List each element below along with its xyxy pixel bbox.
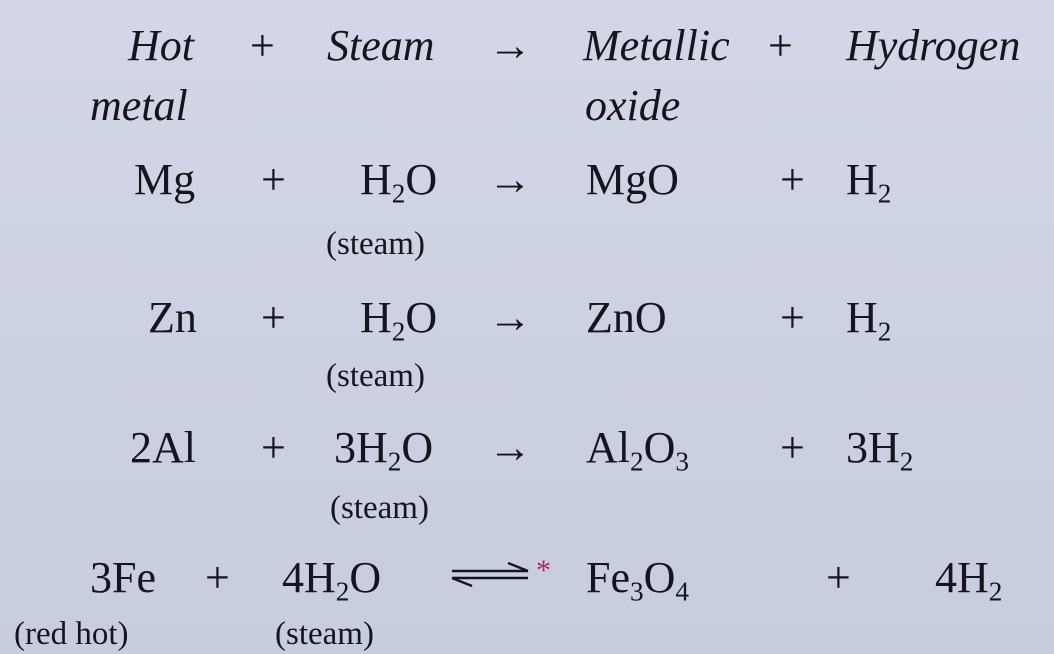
- row2-arrow: →: [488, 293, 532, 342]
- row2-plus-1: +: [261, 293, 286, 342]
- row2-reactant: Zn: [148, 293, 197, 342]
- row4-asterisk: *: [536, 554, 551, 587]
- header-product2: Hydrogen: [846, 21, 1021, 70]
- row1-plus-1: +: [261, 155, 286, 204]
- row4-water-formula: 4H2O: [282, 553, 382, 607]
- header-product1-line1: Metallic: [583, 21, 730, 70]
- row4-reactant: 3Fe: [90, 553, 156, 602]
- row3-water-formula: 3H2O: [334, 423, 434, 477]
- row3-product1: Al2O3: [586, 423, 690, 477]
- row1-reactant: Mg: [134, 155, 196, 204]
- row3-reactant: 2Al: [130, 423, 196, 472]
- row1-hydrogen: H2: [846, 155, 892, 209]
- row2-product1: ZnO: [586, 293, 667, 342]
- equilibrium-arrow-icon: [451, 561, 529, 588]
- header-reactant2: Steam: [327, 21, 435, 70]
- row3-water-note: (steam): [330, 490, 429, 526]
- row4-product1: Fe3O4: [586, 553, 690, 607]
- row1-water-formula: H2O: [360, 155, 438, 209]
- row2-plus-2: +: [780, 293, 805, 342]
- row3-plus-1: +: [261, 423, 286, 472]
- header-reactant1-line1: Hot: [128, 21, 194, 70]
- header-product1-line2: oxide: [585, 81, 681, 130]
- row4-hydrogen: 4H2: [935, 553, 1003, 607]
- header-reactant1-line2: metal: [90, 81, 188, 130]
- row4-water-note: (steam): [275, 616, 374, 652]
- header-plus-1: +: [250, 21, 275, 70]
- row1-product1: MgO: [586, 155, 679, 204]
- row3-arrow: →: [488, 423, 532, 472]
- row1-plus-2: +: [780, 155, 805, 204]
- header-arrow: →: [488, 21, 532, 70]
- row3-plus-2: +: [780, 423, 805, 472]
- row2-hydrogen: H2: [846, 293, 892, 347]
- row4-plus-2: +: [826, 553, 851, 602]
- header-plus-2: +: [768, 21, 793, 70]
- row1-water-note: (steam): [326, 226, 425, 262]
- row4-plus-1: +: [205, 553, 230, 602]
- row2-water-note: (steam): [326, 358, 425, 394]
- row4-reactant-note: (red hot): [14, 616, 129, 652]
- row3-hydrogen: 3H2: [846, 423, 914, 477]
- row1-arrow: →: [488, 155, 532, 204]
- row2-water-formula: H2O: [360, 293, 438, 347]
